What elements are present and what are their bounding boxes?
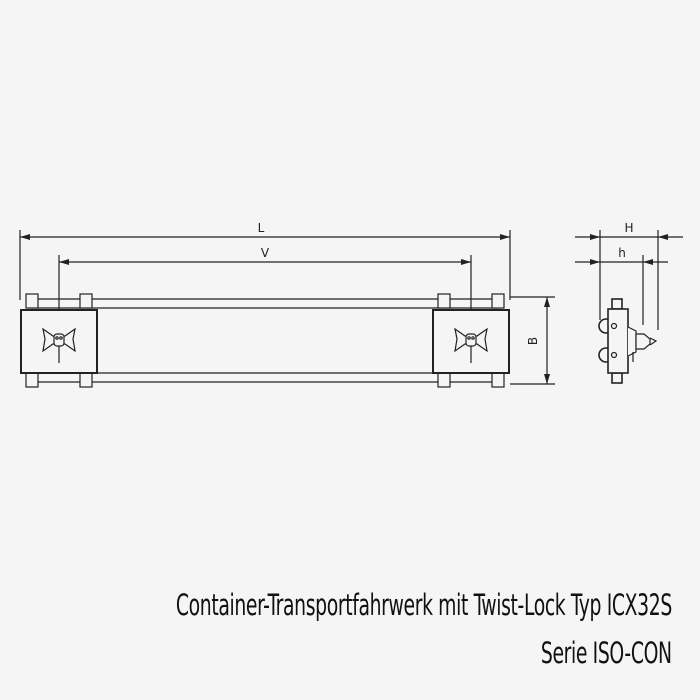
twist-lock-icon [42,327,76,363]
dimension-V: V [58,246,472,368]
left-carriage [20,293,98,388]
rails [30,298,500,383]
dimension-label-L: L [258,221,265,235]
dimension-label-h: h [618,246,626,260]
caption-series: Serie ISO-CON [541,636,672,670]
dimension-label-H: H [624,221,633,235]
caption-title: Container-Transportfahrwerk mit Twist-Lo… [175,588,672,622]
twist-lock-icon [454,327,488,363]
dimension-h: h [575,246,668,325]
dimension-L: L [19,221,511,300]
dimension-label-B: B [526,337,540,345]
right-carriage [432,293,510,388]
side-carriage [598,298,658,384]
dimension-H: H [575,221,683,330]
dimension-B: B [510,296,555,385]
side-view: H h [575,221,683,384]
top-view: L V [19,221,555,388]
dimension-label-V: V [261,246,270,260]
